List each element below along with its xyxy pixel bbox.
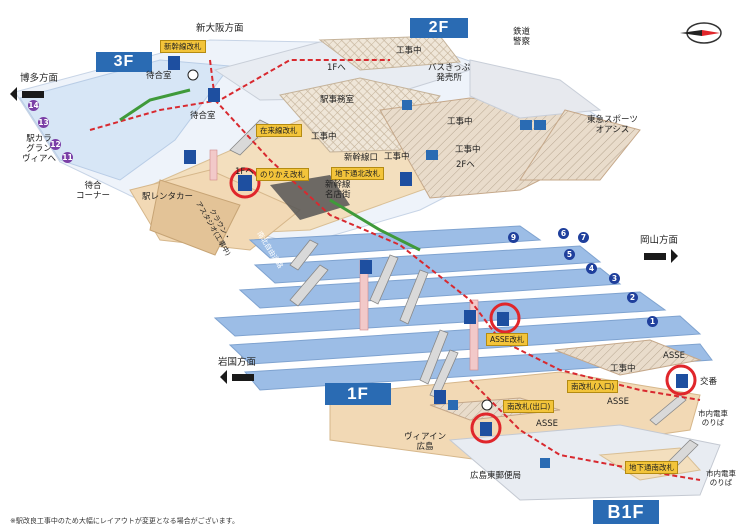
label-tokyu-sports: 東急スポーツ オアシス [587,115,638,135]
label-construction-b1: 工事中 [610,364,636,374]
upper-floor-slab [14,35,641,256]
tag-south-entrance: 南改札(入口) [567,380,619,393]
label-streetcar-2: 市内電車 のりば [706,469,736,487]
label-station-office: 駅事務室 [320,95,355,105]
label-waiting-room-2: 待合室 [190,111,216,121]
label-construction: 工事中 [447,117,473,127]
tag-asse-gate: ASSE改札 [486,333,529,346]
label-asse: ASSE [663,351,685,361]
label-construction: 工事中 [311,132,337,142]
tag-norikae-gate: のりかえ改札 [256,168,309,181]
platform-number: 1 [647,316,658,327]
platform-number: 5 [564,249,575,260]
label-to-1f-2: 1Fへ [235,167,254,177]
arrow-left-icon [220,370,254,384]
footnote: ※駅改良工事中のため大幅にレイアウトが変更となる場合がございます。 [10,517,239,525]
label-post-office: 広島東郵便局 [470,471,522,481]
platform-number: 4 [586,263,597,274]
tag-south-exit: 南改札(出口) [503,400,555,413]
platforms-1f [213,225,721,501]
label-construction: 工事中 [396,46,422,56]
label-waiting-corner: 待合 コーナー [76,181,111,201]
label-meitengai: 新幹線 名店街 [325,180,351,200]
stairs [229,119,699,476]
label-shinkansen-exit: 新幹線口 [344,153,379,163]
tag-shinkansen-gate: 新幹線改札 [160,40,206,53]
platform-number: 6 [558,228,569,239]
platform-number: 9 [508,232,519,243]
label-streetcar-1: 市内電車 のりば [698,409,728,427]
label-ekikara: 駅カラ グラン ヴィアへ [22,134,57,164]
label-construction: 工事中 [455,145,481,155]
label-bus-ticket: バスきっぷ 発売所 [428,63,471,83]
elevator-shafts [209,149,479,371]
floor-badge-3f: 3F [96,52,152,72]
label-construction: 工事中 [384,152,410,162]
label-to-2f: 2Fへ [456,160,475,170]
arrow-left-icon [10,87,44,101]
tag-zairaisen-gate: 在来線改札 [256,124,302,137]
highlight-rings [229,167,697,444]
label-koban: 交番 [700,377,718,387]
direction-shin-osaka: 新大阪方面 [196,23,244,34]
platform-number: 11 [62,152,73,163]
platform-number: 3 [609,273,620,284]
floor-badge-1f: 1F [325,383,391,405]
floor-badge-2f: 2F [410,18,468,38]
direction-okayama: 岡山方面 [640,235,679,246]
label-asse: ASSE [536,419,558,429]
platform-number: 14 [28,100,39,111]
platform-number: 7 [578,232,589,243]
compass-icon [680,22,722,44]
label-via-inn: ヴィアイン 広島 [404,432,447,452]
platform-number: 2 [627,292,638,303]
label-asse: ASSE [607,397,629,407]
facility-icons [168,56,688,468]
platform-number: 12 [50,139,61,150]
direction-iwakuni: 岩国方面 [218,357,257,368]
tag-underground-north: 地下通北改札 [331,167,384,180]
floor-badge-b1f: B1F [593,500,659,524]
label-waiting-room-1: 待合室 [146,71,172,81]
label-railway-police: 鉄道 警察 [513,27,531,47]
arrow-right-icon [644,249,678,263]
tag-underground-south: 地下通南改札 [625,461,678,474]
label-rent-a-car: 駅レンタカー [142,192,194,202]
platform-number: 13 [38,117,49,128]
label-to-1f: 1Fへ [327,63,346,73]
direction-hakata: 博多方面 [20,73,59,84]
